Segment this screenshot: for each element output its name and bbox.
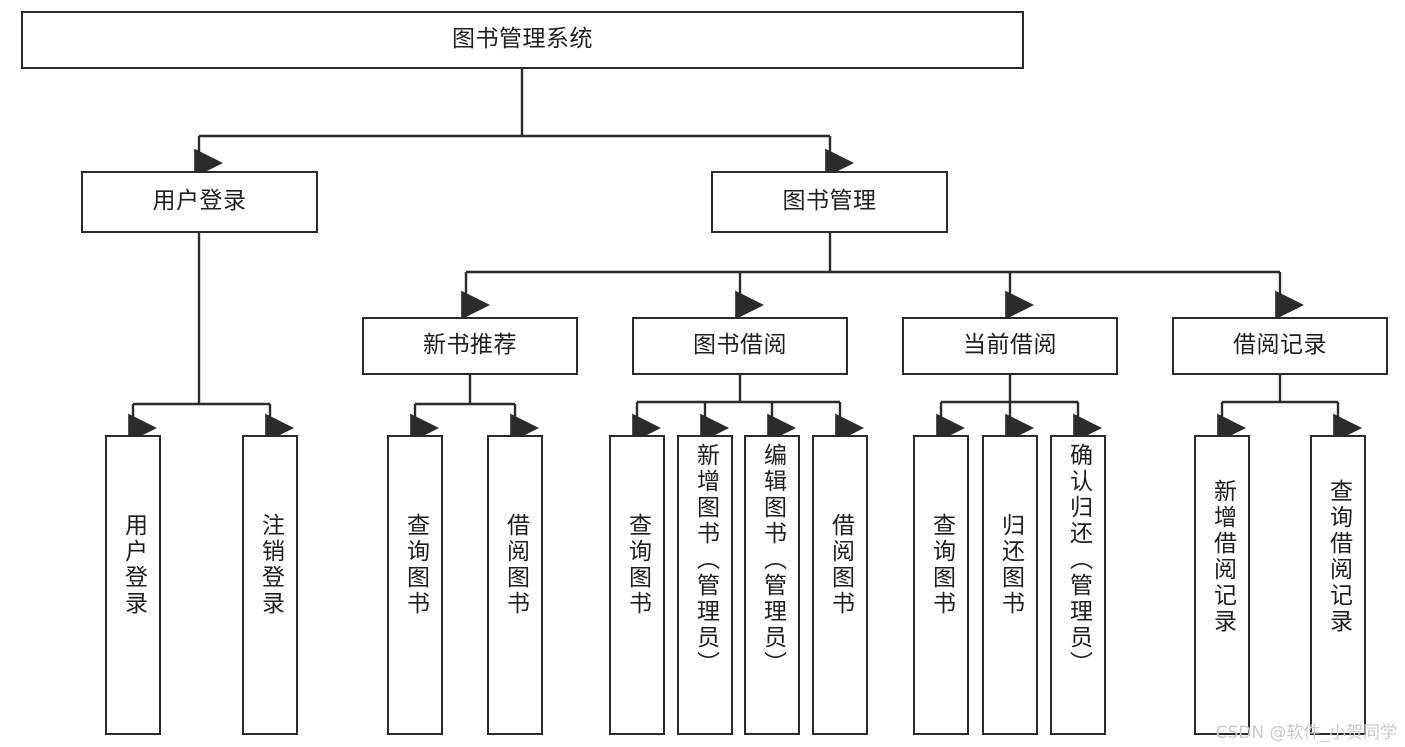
leaf-current-borrow-confirm-return-admin[interactable]: 确认归还（管理员） [1050, 435, 1106, 735]
leaf-book-borrow-add-book-admin-label: 新增图书（管理员） [692, 443, 719, 677]
node-root[interactable]: 图书管理系统 [21, 11, 1024, 69]
leaf-new-book-borrow-book[interactable]: 借阅图书 [487, 435, 543, 735]
node-user-login[interactable]: 用户登录 [81, 171, 318, 233]
leaf-current-borrow-confirm-return-admin-label: 确认归还（管理员） [1065, 443, 1092, 677]
leaf-book-borrow-borrow-book-label: 借阅图书 [827, 513, 854, 617]
leaf-current-borrow-return-book-label: 归还图书 [997, 513, 1024, 617]
node-borrow-record[interactable]: 借阅记录 [1172, 317, 1388, 375]
node-current-borrow-label: 当前借阅 [963, 332, 1057, 359]
leaf-book-borrow-edit-book-admin[interactable]: 编辑图书（管理员） [744, 435, 800, 735]
leaf-borrow-record-add-record-label: 新增借阅记录 [1209, 479, 1236, 635]
leaf-book-borrow-edit-book-admin-label: 编辑图书（管理员） [759, 443, 786, 677]
node-borrow-record-label: 借阅记录 [1233, 332, 1327, 359]
leaf-borrow-record-add-record[interactable]: 新增借阅记录 [1194, 435, 1250, 735]
node-new-book-recommend[interactable]: 新书推荐 [362, 317, 578, 375]
node-new-book-recommend-label: 新书推荐 [423, 332, 517, 359]
leaf-borrow-record-query-record[interactable]: 查询借阅记录 [1310, 435, 1366, 735]
leaf-current-borrow-query-book-label: 查询图书 [928, 513, 955, 617]
leaf-current-borrow-return-book[interactable]: 归还图书 [982, 435, 1038, 735]
leaf-user-login-login-label: 用户登录 [120, 513, 147, 617]
node-root-label: 图书管理系统 [452, 26, 593, 53]
leaf-current-borrow-query-book[interactable]: 查询图书 [913, 435, 969, 735]
node-user-login-label: 用户登录 [152, 188, 247, 215]
node-book-borrow-label: 图书借阅 [693, 332, 787, 359]
leaf-new-book-query-book[interactable]: 查询图书 [387, 435, 443, 735]
leaf-new-book-query-book-label: 查询图书 [402, 513, 429, 617]
leaf-new-book-borrow-book-label: 借阅图书 [502, 513, 529, 617]
leaf-book-borrow-add-book-admin[interactable]: 新增图书（管理员） [677, 435, 733, 735]
leaf-user-login-logout[interactable]: 注销登录 [242, 435, 298, 735]
leaf-user-login-logout-label: 注销登录 [257, 513, 284, 617]
node-book-management-label: 图书管理 [782, 188, 877, 215]
node-book-borrow[interactable]: 图书借阅 [632, 317, 848, 375]
node-current-borrow[interactable]: 当前借阅 [902, 317, 1118, 375]
leaf-borrow-record-query-record-label: 查询借阅记录 [1325, 479, 1352, 635]
leaf-book-borrow-borrow-book[interactable]: 借阅图书 [812, 435, 868, 735]
node-book-management[interactable]: 图书管理 [711, 171, 948, 233]
leaf-user-login-login[interactable]: 用户登录 [105, 435, 161, 735]
leaf-book-borrow-query-book-label: 查询图书 [624, 513, 651, 617]
csdn-watermark: CSDN @软件_小贺同学 [1215, 723, 1397, 743]
leaf-book-borrow-query-book[interactable]: 查询图书 [609, 435, 665, 735]
